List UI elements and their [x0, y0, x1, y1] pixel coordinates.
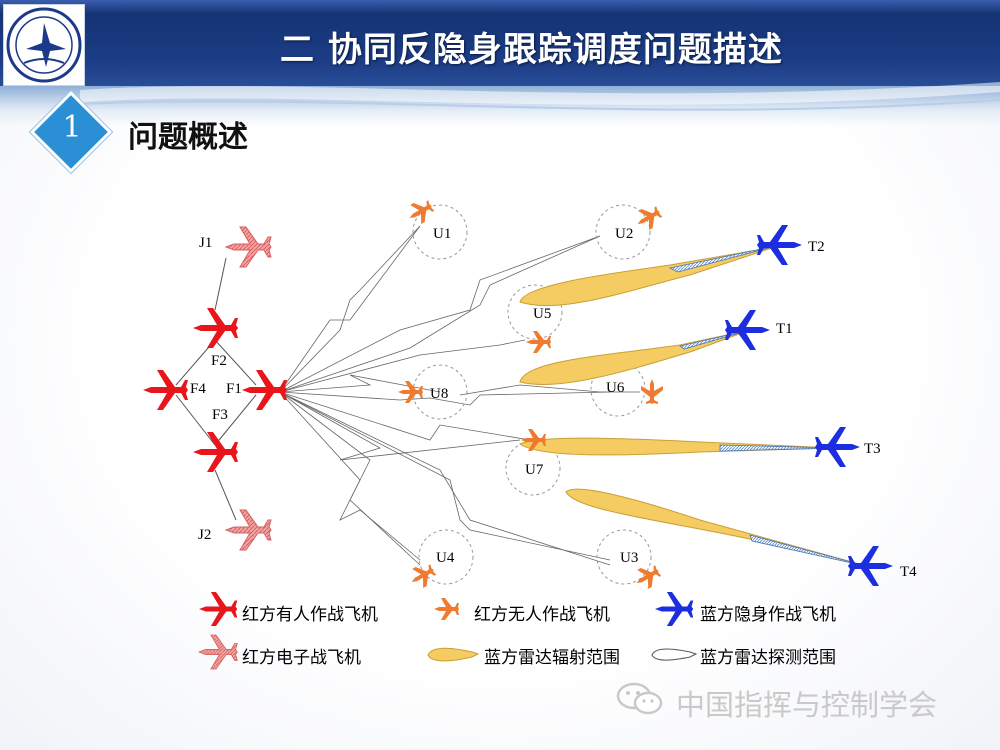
legend-red-jammer-icon — [198, 634, 238, 670]
label-f2: F2 — [211, 353, 227, 369]
legend-radar-detect-icon — [651, 648, 698, 661]
university-seal-icon — [3, 4, 85, 86]
header-highlight — [0, 0, 1000, 14]
aircraft-labels: J1 J2 F4 F1 F2 F3 U1 U2 U3 U4 U5 U6 U7 U… — [190, 226, 917, 580]
legend-red-manned-icon — [199, 592, 238, 626]
formation-links — [175, 257, 257, 521]
label-u2: U2 — [615, 226, 633, 242]
label-u5: U5 — [533, 306, 551, 322]
label-f4: F4 — [190, 381, 206, 397]
label-u7: U7 — [525, 462, 544, 478]
label-t4: T4 — [900, 564, 917, 580]
label-t3: T3 — [864, 441, 881, 457]
label-u8: U8 — [430, 386, 448, 402]
label-f1: F1 — [226, 381, 242, 397]
legend-red-uav-icon — [434, 598, 459, 620]
datalink-lines — [279, 225, 640, 566]
radar-detect-beams — [668, 245, 871, 568]
legend-blue-stealth-icon — [655, 592, 694, 626]
header-band — [0, 0, 1000, 88]
label-u6: U6 — [606, 380, 625, 396]
label-t1: T1 — [776, 321, 793, 337]
blue-stealth-aircraft — [725, 225, 893, 586]
label-f3: F3 — [212, 407, 228, 423]
legend-radar-emission: 蓝方雷达辐射范围 — [484, 648, 620, 668]
legend-icons — [198, 592, 698, 670]
legend-blue-stealth: 蓝方隐身作战飞机 — [700, 605, 836, 625]
watermark: 中国指挥与控制学会 — [616, 682, 937, 722]
legend-red-jammer: 红方电子战飞机 — [242, 648, 361, 668]
legend-radar-detect: 蓝方雷达探测范围 — [700, 648, 836, 668]
header-swoosh — [79, 82, 1000, 111]
wechat-icon — [616, 682, 663, 715]
label-u3: U3 — [620, 550, 638, 566]
radar-emission-lobes — [518, 246, 871, 568]
section-title: 问题概述 — [128, 120, 248, 155]
legend-red-uav: 红方无人作战飞机 — [474, 605, 610, 625]
legend-radar-emission-icon — [427, 647, 480, 662]
label-j2: J2 — [198, 527, 211, 543]
label-j1: J1 — [199, 235, 212, 251]
section-number: 1 — [62, 110, 82, 145]
watermark-text: 中国指挥与控制学会 — [676, 688, 938, 722]
red-manned-fighters — [143, 308, 287, 472]
label-u4: U4 — [436, 550, 455, 566]
label-t2: T2 — [808, 239, 825, 255]
label-u1: U1 — [433, 226, 451, 242]
legend-red-manned: 红方有人作战飞机 — [242, 605, 378, 625]
slide-title: 二 协同反隐身跟踪调度问题描述 — [280, 30, 783, 70]
